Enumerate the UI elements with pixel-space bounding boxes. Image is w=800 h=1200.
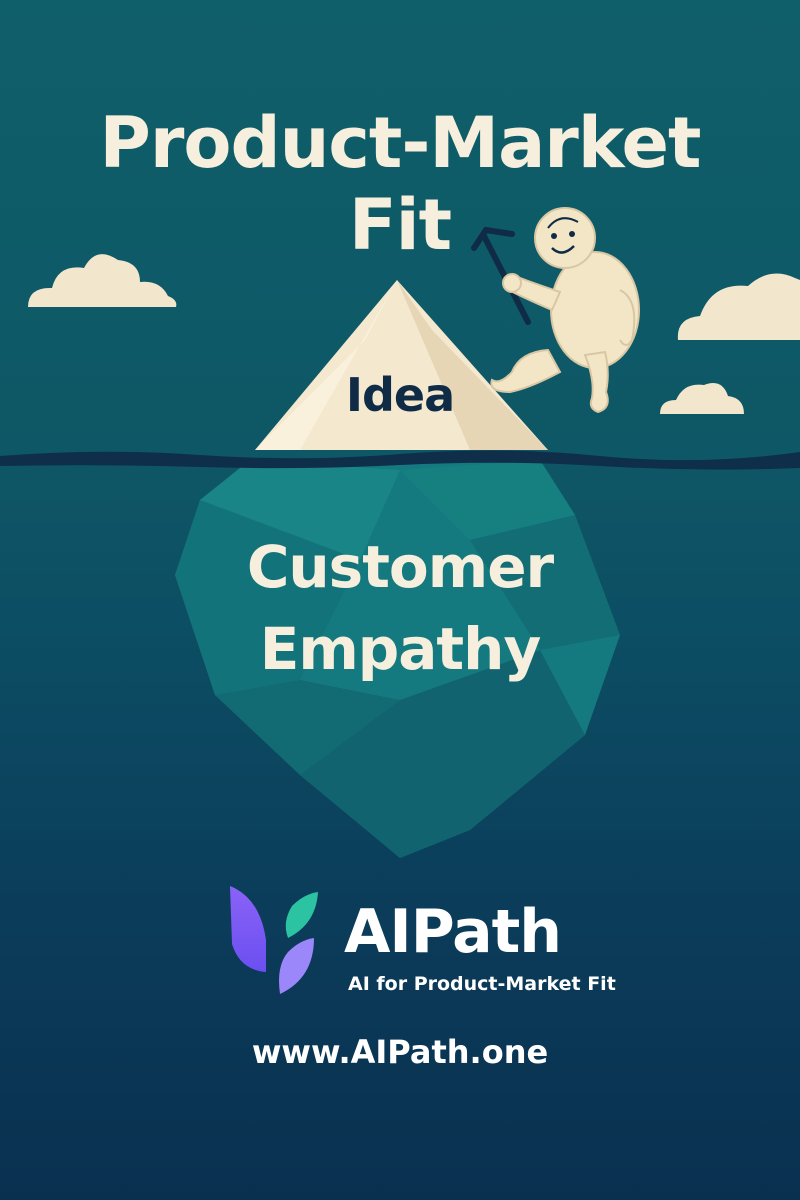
website-url[interactable]: www.AIPath.one bbox=[251, 1033, 549, 1071]
cloud-icon bbox=[660, 383, 744, 414]
iceberg-underwater bbox=[175, 460, 620, 858]
cloud-icon bbox=[28, 254, 177, 307]
brand-name: AIPath bbox=[344, 897, 562, 967]
page-title-line2: Fit bbox=[348, 184, 452, 266]
aipath-logo-icon bbox=[230, 886, 318, 994]
iceberg-tip bbox=[255, 280, 548, 450]
water-line bbox=[0, 450, 800, 470]
cloud-icon bbox=[677, 273, 800, 340]
underwater-label-line1: Customer bbox=[246, 533, 554, 601]
page-title-line1: Product-Market bbox=[99, 102, 702, 184]
iceberg-tip-label: Idea bbox=[345, 368, 455, 422]
yeti-climber-illustration bbox=[490, 207, 640, 414]
underwater-label-line2: Empathy bbox=[259, 615, 542, 683]
brand-tagline: AI for Product-Market Fit bbox=[348, 973, 616, 995]
